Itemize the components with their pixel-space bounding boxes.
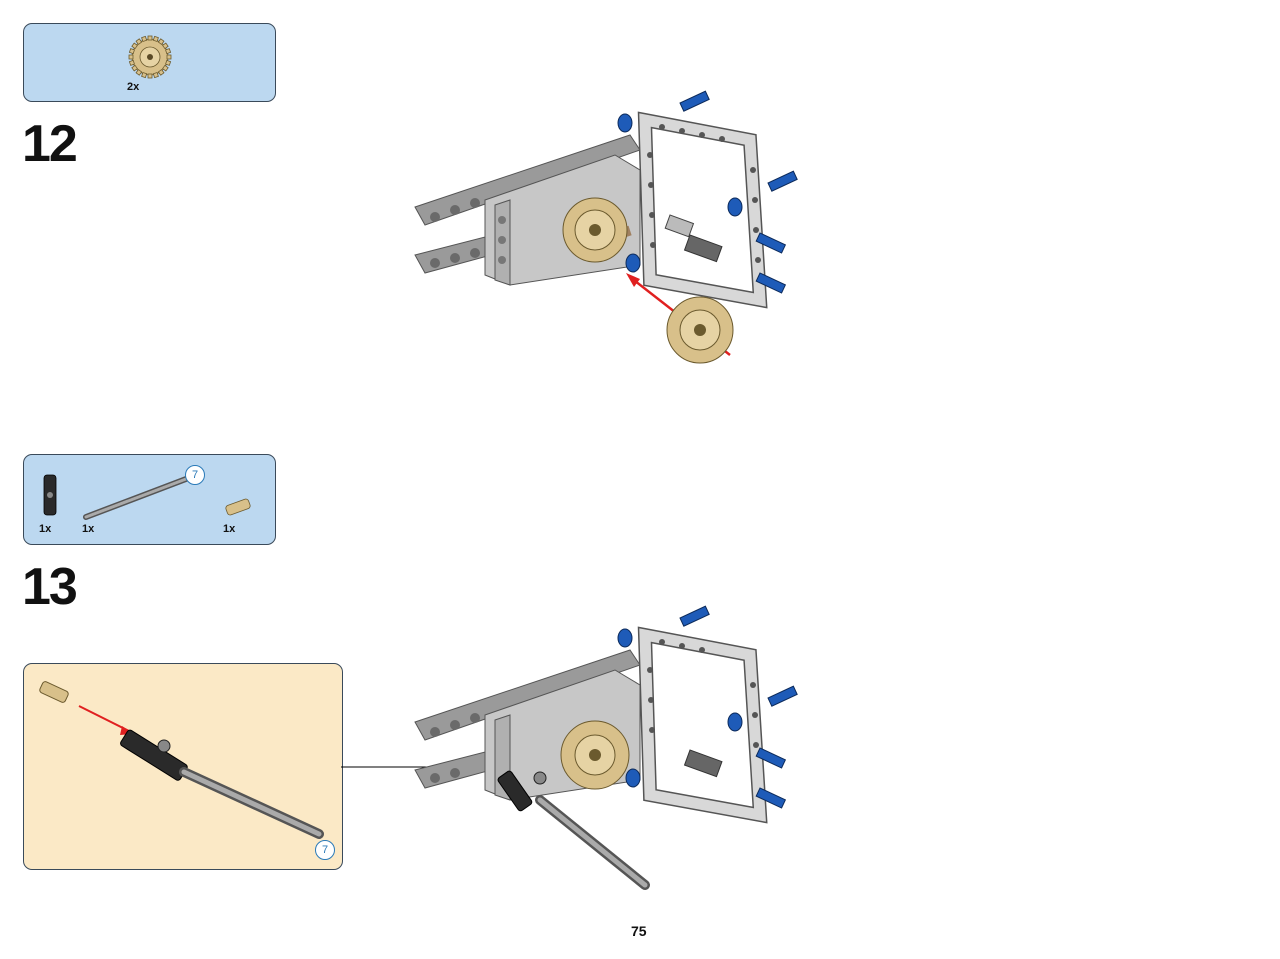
subassembly-illustration: [39, 681, 324, 839]
parts-list-step-12: 2x: [23, 23, 276, 102]
gear-20t-part-icon: [128, 35, 172, 79]
step-12-assembly-illustration: [414, 90, 798, 364]
subassembly-callout: 7: [23, 663, 343, 870]
subassembly-length-badge: 7: [315, 840, 335, 860]
part-qty: 1x: [82, 523, 95, 535]
step-number-13: 13: [22, 558, 78, 616]
step-number-12: 12: [22, 115, 78, 173]
page-number: 75: [631, 923, 647, 939]
part-qty: 1x: [39, 523, 52, 535]
step-13-assembly-illustration: [414, 605, 798, 890]
part-qty: 1x: [223, 523, 236, 535]
tan-axle-pin-part-icon: [225, 498, 251, 516]
parts-list-step-13: 1x 7 1x 1x: [23, 454, 276, 545]
axle-connector-part-icon: [43, 474, 57, 516]
part-qty: 2x: [127, 81, 140, 93]
axle-part-icon: [83, 476, 189, 520]
axle-length-badge: 7: [185, 465, 205, 485]
